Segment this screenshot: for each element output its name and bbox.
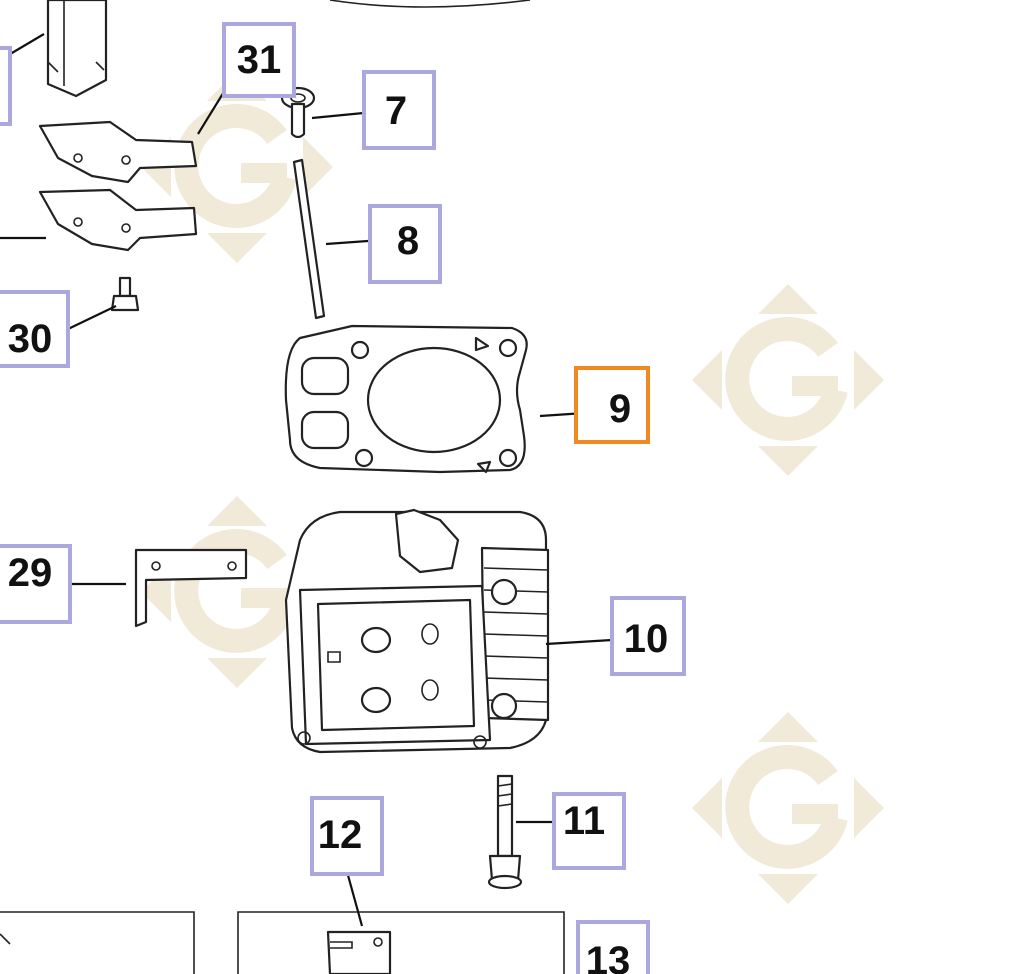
callout-label-11: 11 [563, 799, 605, 843]
callout-12[interactable]: 12 [310, 796, 384, 876]
callout-31[interactable]: 31 [222, 22, 296, 98]
callout-29[interactable]: 29 [0, 544, 72, 624]
callout-7[interactable]: 7 [362, 70, 436, 150]
head-bolt-part-11 [487, 774, 523, 890]
pushrod-guide-part-7 [280, 86, 316, 139]
callout-label-12: 12 [318, 813, 363, 857]
callout-11[interactable]: 11 [552, 792, 626, 870]
callout-label-7: 7 [385, 89, 407, 133]
bolt-part-30 [110, 276, 140, 312]
callout-label-10: 10 [624, 617, 669, 661]
head-gasket-part-9 [284, 324, 528, 474]
leader-line-12 [344, 867, 364, 927]
callout-partial[interactable] [0, 46, 12, 126]
callout-label-8: 8 [397, 219, 419, 263]
callout-30[interactable]: 30 [0, 290, 70, 368]
callout-label-29: 29 [8, 551, 53, 595]
callout-label-9: 9 [609, 387, 631, 431]
g-logo-watermark [692, 284, 884, 476]
callout-label-13: 13 [586, 939, 631, 974]
callout-13[interactable]: 13 [576, 920, 650, 974]
top-post-part [46, 0, 108, 98]
cylinder-head-part-10 [284, 508, 550, 754]
g-logo-watermark [692, 712, 884, 904]
callout-label-31: 31 [237, 38, 282, 82]
callout-label-30: 30 [8, 317, 53, 361]
deflector-plate-upper [38, 120, 198, 184]
leader-line-10 [545, 638, 613, 646]
callout-8[interactable]: 8 [368, 204, 442, 284]
leader-line-30 [65, 305, 117, 331]
top-cover-edge [329, 0, 531, 8]
callout-10[interactable]: 10 [610, 596, 686, 676]
pushrod-part-8 [292, 158, 326, 320]
deflector-plate-lower [38, 188, 198, 252]
bracket-part-29 [134, 548, 248, 628]
callout-9[interactable]: 9 [574, 366, 650, 444]
bottom-panel-part [0, 911, 565, 974]
